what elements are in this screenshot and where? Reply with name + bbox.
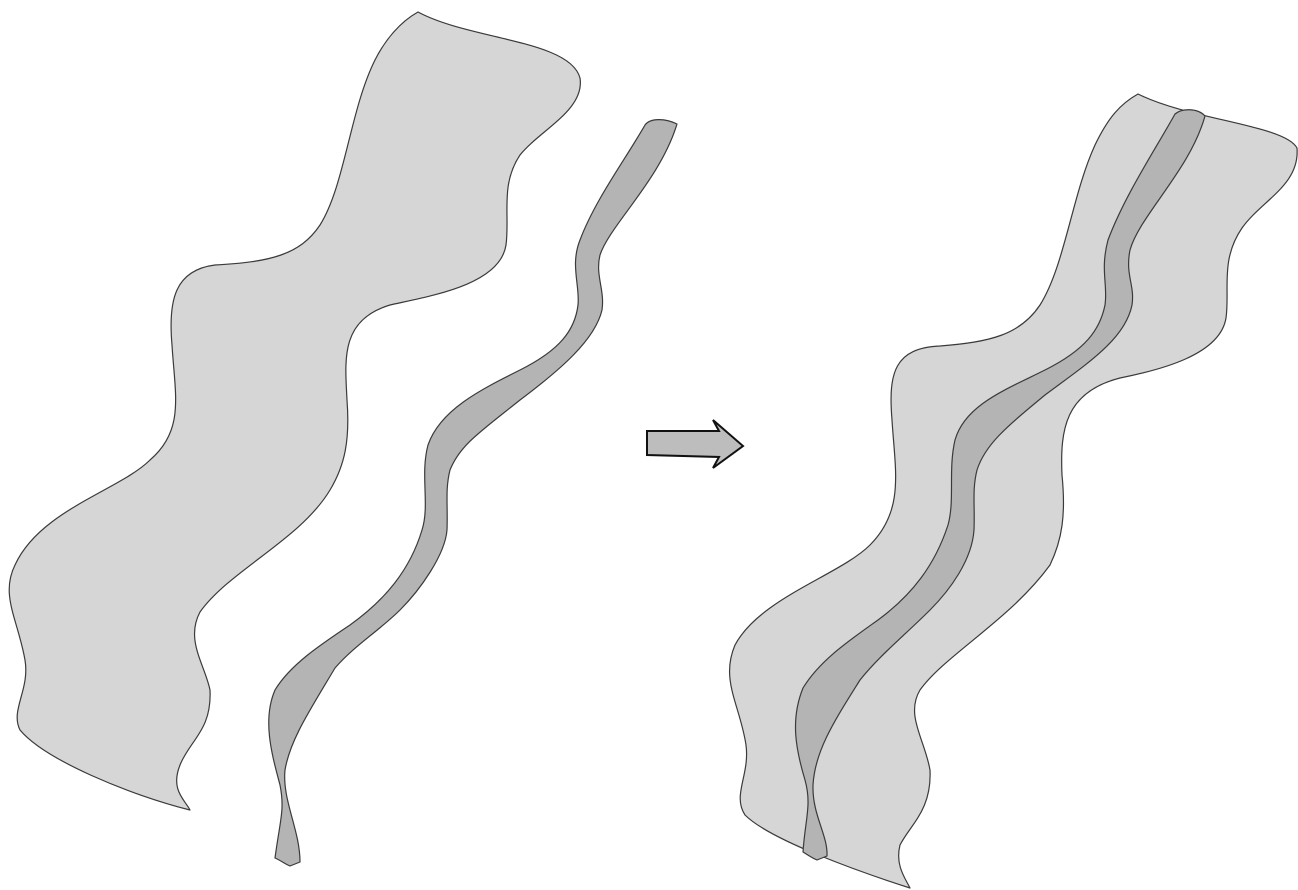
left-narrow-band bbox=[268, 119, 678, 867]
right-narrow-band bbox=[794, 109, 1206, 861]
right-arrow-icon bbox=[646, 419, 745, 469]
right-wide-band bbox=[728, 93, 1298, 889]
left-wide-band bbox=[8, 11, 581, 811]
